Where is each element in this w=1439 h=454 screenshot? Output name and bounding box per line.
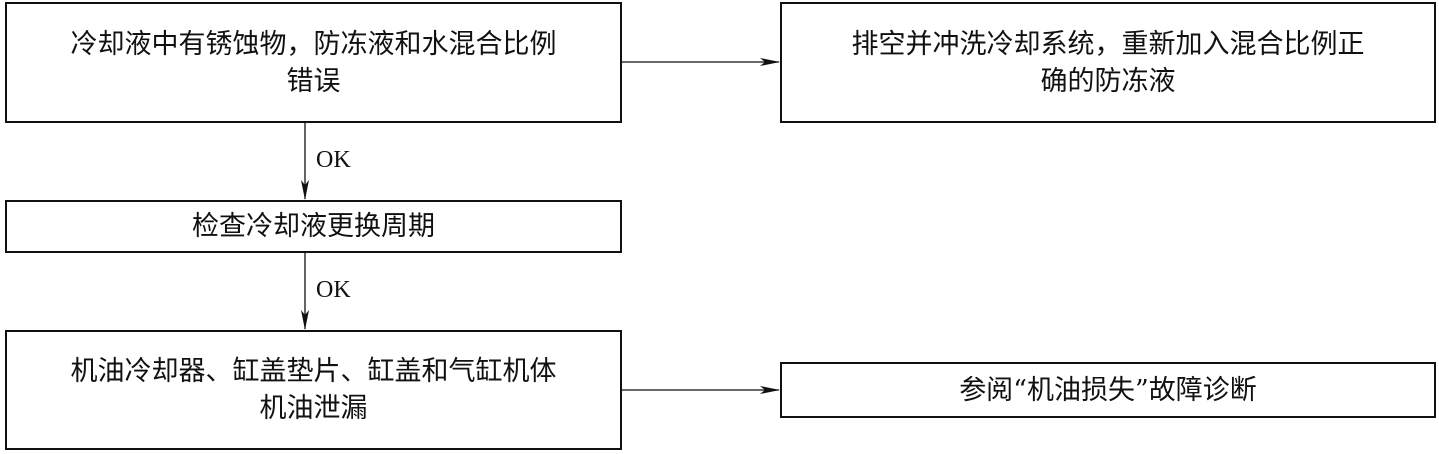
edge-label-ok: OK [316, 277, 351, 303]
node-rust-and-mix-ratio: 冷却液中有锈蚀物，防冻液和水混合比例 错误 [5, 2, 622, 123]
node-text-line: 机油泄漏 [259, 393, 368, 424]
node-flush-cooling-system: 排空并冲洗冷却系统，重新加入混合比例正 确的防冻液 [780, 2, 1436, 123]
node-text-line: 机油冷却器、缸盖垫片、缸盖和气缸机体 [70, 356, 557, 387]
node-oil-leak: 机油冷却器、缸盖垫片、缸盖和气缸机体 机油泄漏 [5, 330, 622, 450]
node-oil-loss-reference: 参阅“机油损失”故障诊断 [780, 362, 1436, 418]
edge-label-ok: OK [316, 147, 351, 173]
node-text-line: 参阅“机油损失”故障诊断 [959, 374, 1257, 406]
node-text-line: 错误 [286, 65, 341, 97]
node-text-line: 冷却液中有锈蚀物，防冻液和水混合比例 [70, 28, 557, 60]
node-text-line: 确的防冻液 [1040, 65, 1176, 97]
node-text-line: 检查冷却液更换周期 [192, 211, 435, 242]
node-coolant-change-interval: 检查冷却液更换周期 [5, 200, 622, 253]
node-text-line: 排空并冲洗冷却系统，重新加入混合比例正 [851, 28, 1365, 60]
